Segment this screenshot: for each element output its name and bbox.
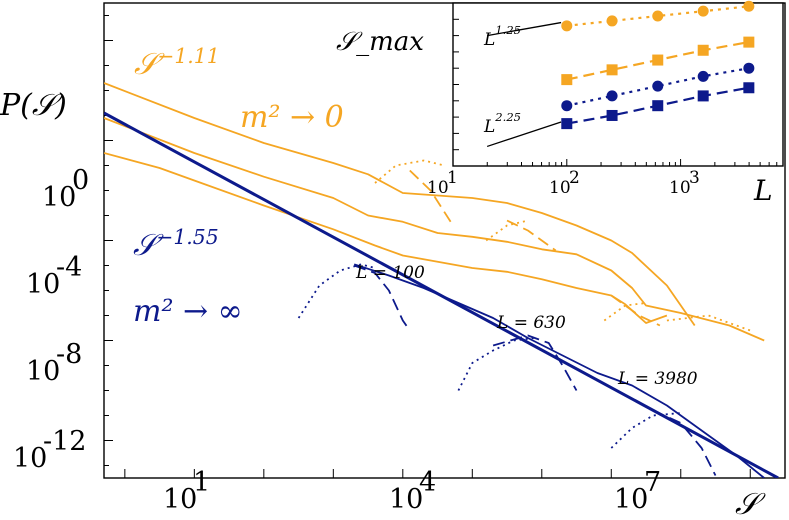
svg-text:10: 10 [614, 484, 648, 515]
blue-series-dotted-7 [457, 337, 535, 391]
main-axis-ticks [104, 15, 751, 478]
inset-axis-ticks [452, 18, 778, 166]
inset-frame [452, 2, 784, 167]
orange-series-dotted-17 [666, 314, 751, 332]
inset-x-label: L [753, 174, 773, 207]
blue-series-dashed-8 [492, 334, 578, 391]
x-axis-label: 𝒮 [735, 487, 766, 520]
svg-text:10: 10 [13, 443, 47, 474]
inset-circle-marker [561, 100, 573, 112]
orange-series-dashed-16 [610, 294, 661, 327]
orange-series-dotted-11 [374, 159, 445, 184]
y-axis-label: P(𝒮) [0, 88, 67, 123]
inset-series [486, 0, 755, 148]
inset-series-line-2 [566, 67, 749, 107]
blue-series-solid-4 [353, 263, 765, 478]
svg-text:1: 1 [447, 168, 458, 188]
svg-text:-12: -12 [43, 426, 86, 457]
orange-series-dotted-15 [603, 302, 647, 322]
inset-circle-marker [561, 20, 573, 32]
main-plot-area [104, 82, 779, 478]
svg-text:10: 10 [549, 178, 571, 198]
y-tick-label-1e-4: 10 -4 [26, 252, 82, 300]
blue-power-law-label: 𝒮−1.55 [133, 225, 219, 263]
orange-series-dashed-12 [409, 169, 453, 224]
svg-text:4: 4 [419, 467, 436, 498]
blue-series-dashed-10 [652, 409, 717, 476]
x-tick-label-1e4: 10 4 [389, 467, 436, 515]
svg-text:10: 10 [669, 178, 691, 198]
orange-series-dashed-14 [506, 219, 557, 252]
svg-text:0: 0 [72, 165, 89, 196]
blue-series-dotted-5 [297, 263, 376, 319]
svg-text:-8: -8 [56, 339, 82, 370]
system-size-label-630: L = 630 [496, 313, 566, 333]
inset-square-marker [652, 54, 664, 66]
x-tick-label-base: 10 [163, 484, 197, 515]
inset-guide-line-1 [486, 121, 562, 148]
svg-text:10: 10 [389, 484, 423, 515]
inset-guide-label-2.25: L2.25 [483, 110, 521, 137]
inset-guide-label-1.25: L1.25 [483, 23, 521, 50]
inset-square-marker [652, 100, 664, 112]
blue-limit-label: m² → ∞ [133, 294, 243, 329]
orange-series-solid-1 [104, 117, 765, 342]
inset-circle-marker [697, 5, 709, 17]
inset-circle-marker [743, 0, 755, 12]
svg-text:10: 10 [427, 178, 449, 198]
inset-square-marker [561, 74, 573, 86]
inset-square-marker [697, 90, 709, 102]
system-size-label-3980: L = 3980 [617, 369, 698, 389]
inset-circle-marker [606, 15, 618, 27]
orange-series-dotted-13 [485, 219, 529, 242]
inset-x-tick-1e3: 10 3 [669, 168, 700, 198]
inset-square-marker [606, 109, 618, 121]
inset-series-line-0 [566, 5, 749, 27]
x-tick-label-exp: 1 [193, 467, 210, 498]
y-tick-label-1e0: 10 0 [42, 165, 89, 213]
x-tick-label-1e1: 10 1 [163, 467, 210, 515]
svg-text:10: 10 [42, 182, 76, 213]
svg-text:10: 10 [26, 356, 60, 387]
inset-circle-marker [697, 70, 709, 82]
blue-series-dotted-9 [610, 412, 681, 449]
blue-series-dashed-6 [353, 264, 411, 332]
inset-square-marker [697, 44, 709, 56]
y-tick-label-1e-8: 10 -8 [26, 339, 82, 387]
orange-power-law-label: 𝒮−1.11 [134, 44, 220, 82]
inset-x-tick-1e1: 10 1 [427, 168, 458, 198]
inset-square-marker [561, 118, 573, 130]
system-size-label-100: L = 100 [355, 263, 425, 283]
inset-circle-marker [606, 90, 618, 102]
inset-square-marker [606, 64, 618, 76]
x-tick-label-1e7: 10 7 [614, 467, 661, 515]
inset-guide-line-0 [487, 21, 562, 37]
orange-series-solid-0 [104, 82, 696, 327]
inset-square-marker [743, 36, 755, 48]
svg-text:-4: -4 [56, 252, 82, 283]
y-tick-label-1e-12: 10 -12 [13, 426, 86, 474]
svg-text:2: 2 [569, 168, 580, 188]
inset-y-label: 𝒮_max [336, 27, 424, 57]
inset-square-marker [743, 82, 755, 94]
svg-text:3: 3 [689, 168, 700, 188]
inset-x-tick-1e2: 10 2 [549, 168, 580, 198]
inset-circle-marker [652, 80, 664, 92]
inset-circle-marker [743, 62, 755, 74]
orange-limit-label: m² → 0 [240, 100, 344, 135]
svg-text:7: 7 [644, 467, 661, 498]
svg-text:10: 10 [26, 269, 60, 300]
inset-chart: 𝒮_max L 10 1 10 2 10 3 L1.25 L2.25 [336, 0, 784, 207]
inset-circle-marker [652, 10, 664, 22]
